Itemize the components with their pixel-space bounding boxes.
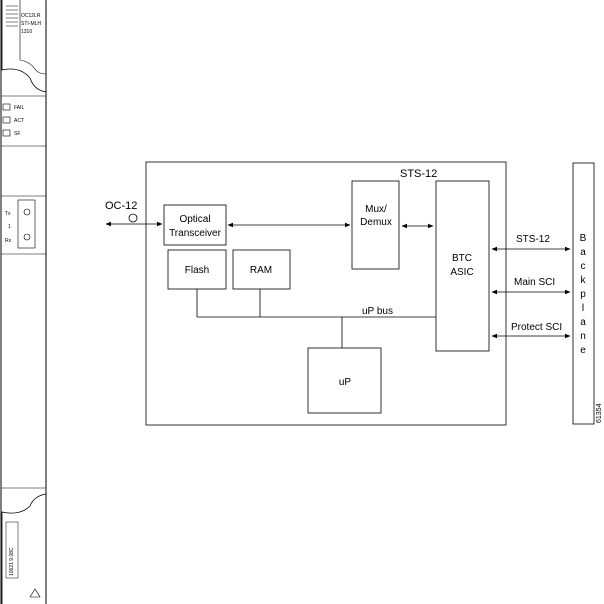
backplane-letter: p bbox=[580, 289, 586, 300]
btc-asic-label-1: BTC bbox=[452, 253, 472, 264]
port-connector bbox=[17, 199, 36, 249]
optical-transceiver-label-2: Transceiver bbox=[169, 228, 222, 239]
ram-label: RAM bbox=[250, 265, 272, 276]
main-sci-label: Main SCI bbox=[514, 277, 555, 288]
up-label: uP bbox=[339, 377, 352, 388]
oc12-label: OC-12 bbox=[105, 200, 137, 212]
top-ejector-outline bbox=[1, 0, 47, 93]
backplane-letter: n bbox=[580, 331, 586, 342]
backplane-letter: e bbox=[580, 345, 586, 356]
triangle-icon bbox=[29, 588, 41, 598]
backplane-letter: B bbox=[580, 233, 587, 244]
backplane-letter: a bbox=[580, 247, 586, 258]
port-tx-hole bbox=[23, 208, 31, 216]
sts12-right-label: STS-12 bbox=[516, 234, 550, 245]
led-act-label: ACT bbox=[14, 118, 24, 124]
card-title-line-1: OC12LR bbox=[21, 13, 41, 19]
card-enclosure-box bbox=[145, 161, 507, 426]
barcode-label-area bbox=[5, 521, 19, 579]
backplane-letter: l bbox=[582, 303, 584, 314]
led-fail-label: FAIL bbox=[14, 105, 25, 111]
optical-port-icon bbox=[128, 213, 138, 223]
ram-box bbox=[232, 249, 291, 290]
card-barcode-text: 10621 9.08C bbox=[9, 547, 15, 576]
block-diagram: STS-12 OC-12 Optical Transceiver Mux/ De… bbox=[105, 161, 603, 426]
protect-sci-label: Protect SCI bbox=[511, 322, 562, 333]
backplane-letter: c bbox=[581, 261, 586, 272]
led-sf-indicator bbox=[2, 129, 11, 137]
card-title-line-3: 1310 bbox=[21, 29, 32, 35]
flash-label: Flash bbox=[185, 265, 209, 276]
btc-asic-box bbox=[435, 180, 490, 352]
port-tx-label: Tx bbox=[5, 211, 11, 217]
up-bus-label: uP bus bbox=[362, 306, 393, 317]
btc-asic-label-2: ASIC bbox=[450, 267, 473, 278]
mux-demux-label-1: Mux/ bbox=[365, 204, 387, 215]
figure-id: 61354 bbox=[596, 403, 603, 423]
backplane-letter: a bbox=[580, 317, 586, 328]
mux-demux-box bbox=[351, 180, 400, 270]
port-rx-hole bbox=[23, 233, 31, 241]
bottom-ejector-outline bbox=[1, 493, 47, 604]
led-fail-indicator bbox=[2, 103, 11, 111]
port-rx-label: Rx bbox=[5, 238, 12, 244]
mux-demux-label-2: Demux bbox=[360, 217, 392, 228]
backplane-box bbox=[572, 162, 595, 425]
card-title-line-2: STI-MLH bbox=[21, 21, 41, 27]
port-number-label: 1 bbox=[8, 224, 11, 230]
led-sf-label: SF bbox=[14, 131, 20, 137]
optical-transceiver-box bbox=[163, 204, 227, 246]
card-faceplate: OC12LR STI-MLH 1310 FAIL ACT SF Tx 1 Rx … bbox=[0, 0, 47, 604]
up-box bbox=[307, 347, 382, 414]
led-act-indicator bbox=[2, 116, 11, 124]
optical-transceiver-label-1: Optical bbox=[179, 214, 210, 225]
sts12-top-label: STS-12 bbox=[400, 168, 437, 180]
backplane-letter: k bbox=[581, 275, 587, 286]
